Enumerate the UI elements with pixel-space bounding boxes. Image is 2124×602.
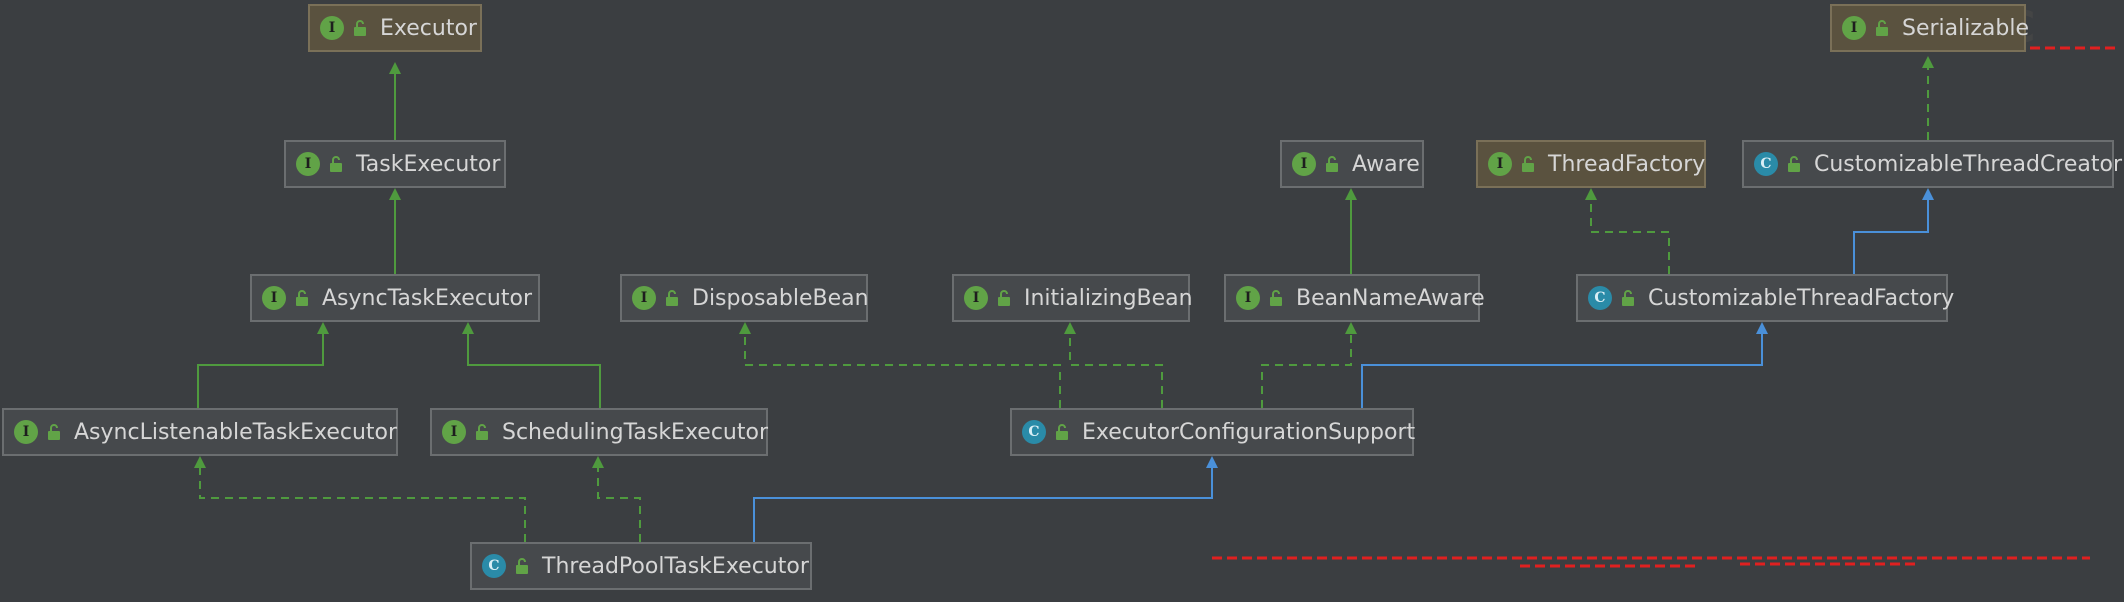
interface-icon: I xyxy=(964,286,988,310)
edge-ctf-ctc xyxy=(1853,188,1934,274)
public-lock-icon xyxy=(514,557,530,575)
edge-threadpool-ecs xyxy=(753,456,1218,542)
node-async-listenable-task-executor[interactable]: I AsyncListenableTaskExecutor xyxy=(2,408,398,456)
interface-icon: I xyxy=(1292,152,1316,176)
node-customizable-thread-creator[interactable]: C CustomizableThreadCreator xyxy=(1742,140,2122,188)
interface-icon: I xyxy=(262,286,286,310)
node-label: ExecutorConfigurationSupport xyxy=(1082,419,1416,445)
node-label: CustomizableThreadCreator xyxy=(1814,151,2123,177)
node-scheduling-task-executor[interactable]: I SchedulingTaskExecutor xyxy=(430,408,768,456)
interface-icon: I xyxy=(296,152,320,176)
node-async-task-executor[interactable]: I AsyncTaskExecutor xyxy=(250,274,540,322)
public-lock-icon xyxy=(294,289,310,307)
public-lock-icon xyxy=(1620,289,1636,307)
edge-scheduling-async xyxy=(462,322,601,408)
interface-icon: I xyxy=(442,420,466,444)
node-aware[interactable]: I Aware xyxy=(1280,140,1424,188)
node-label: TaskExecutor xyxy=(356,151,501,177)
node-executor[interactable]: I Executor xyxy=(308,4,482,52)
node-bean-name-aware[interactable]: I BeanNameAware xyxy=(1224,274,1485,322)
public-lock-icon xyxy=(474,423,490,441)
interface-icon: I xyxy=(1842,16,1866,40)
node-thread-pool-task-executor[interactable]: C ThreadPoolTaskExecutor xyxy=(470,542,812,590)
public-lock-icon xyxy=(1324,155,1340,173)
edge-ctf-threadfactory xyxy=(1585,188,1670,274)
public-lock-icon xyxy=(328,155,344,173)
public-lock-icon xyxy=(996,289,1012,307)
node-label: CustomizableThreadFactory xyxy=(1648,285,1955,311)
node-label: AsyncListenableTaskExecutor xyxy=(74,419,398,445)
class-icon: C xyxy=(1022,420,1046,444)
node-serializable[interactable]: I Serializable xyxy=(1830,4,2030,52)
edge-ecs-ctf xyxy=(1361,322,1768,408)
node-label: BeanNameAware xyxy=(1296,285,1485,311)
public-lock-icon xyxy=(1054,423,1070,441)
edge-threadpool-scheduling xyxy=(592,456,641,542)
public-lock-icon xyxy=(46,423,62,441)
interface-icon: I xyxy=(1236,286,1260,310)
node-initializing-bean[interactable]: I InitializingBean xyxy=(952,274,1193,322)
edge-ecs-disposable xyxy=(739,322,1061,408)
class-icon: C xyxy=(482,554,506,578)
public-lock-icon xyxy=(1268,289,1284,307)
node-label: InitializingBean xyxy=(1024,285,1193,311)
class-icon: C xyxy=(1754,152,1778,176)
edge-asynclistenable-async xyxy=(197,322,329,408)
node-executor-configuration-support[interactable]: C ExecutorConfigurationSupport xyxy=(1010,408,1416,456)
node-label: SchedulingTaskExecutor xyxy=(502,419,769,445)
node-label: Serializable xyxy=(1902,15,2030,41)
interface-icon: I xyxy=(14,420,38,444)
public-lock-icon xyxy=(352,19,368,37)
node-label: ThreadPoolTaskExecutor xyxy=(542,553,809,579)
node-label: Executor xyxy=(380,15,477,41)
interface-icon: I xyxy=(320,16,344,40)
node-label: DisposableBean xyxy=(692,285,869,311)
interface-icon: I xyxy=(1488,152,1512,176)
edge-threadpool-asynclistenable xyxy=(194,456,526,542)
node-label: Aware xyxy=(1352,151,1420,177)
node-disposable-bean[interactable]: I DisposableBean xyxy=(620,274,869,322)
node-thread-factory[interactable]: I ThreadFactory xyxy=(1476,140,1706,188)
edge-ecs-beannameaware xyxy=(1261,322,1357,408)
public-lock-icon xyxy=(1520,155,1536,173)
node-customizable-thread-factory[interactable]: C CustomizableThreadFactory xyxy=(1576,274,1954,322)
interface-icon: I xyxy=(632,286,656,310)
public-lock-icon xyxy=(1786,155,1802,173)
class-icon: C xyxy=(1588,286,1612,310)
public-lock-icon xyxy=(664,289,680,307)
node-label: AsyncTaskExecutor xyxy=(322,285,532,311)
public-lock-icon xyxy=(1874,19,1890,37)
edge-ecs-initializing xyxy=(1064,322,1163,408)
node-task-executor[interactable]: I TaskExecutor xyxy=(284,140,506,188)
node-label: ThreadFactory xyxy=(1548,151,1706,177)
